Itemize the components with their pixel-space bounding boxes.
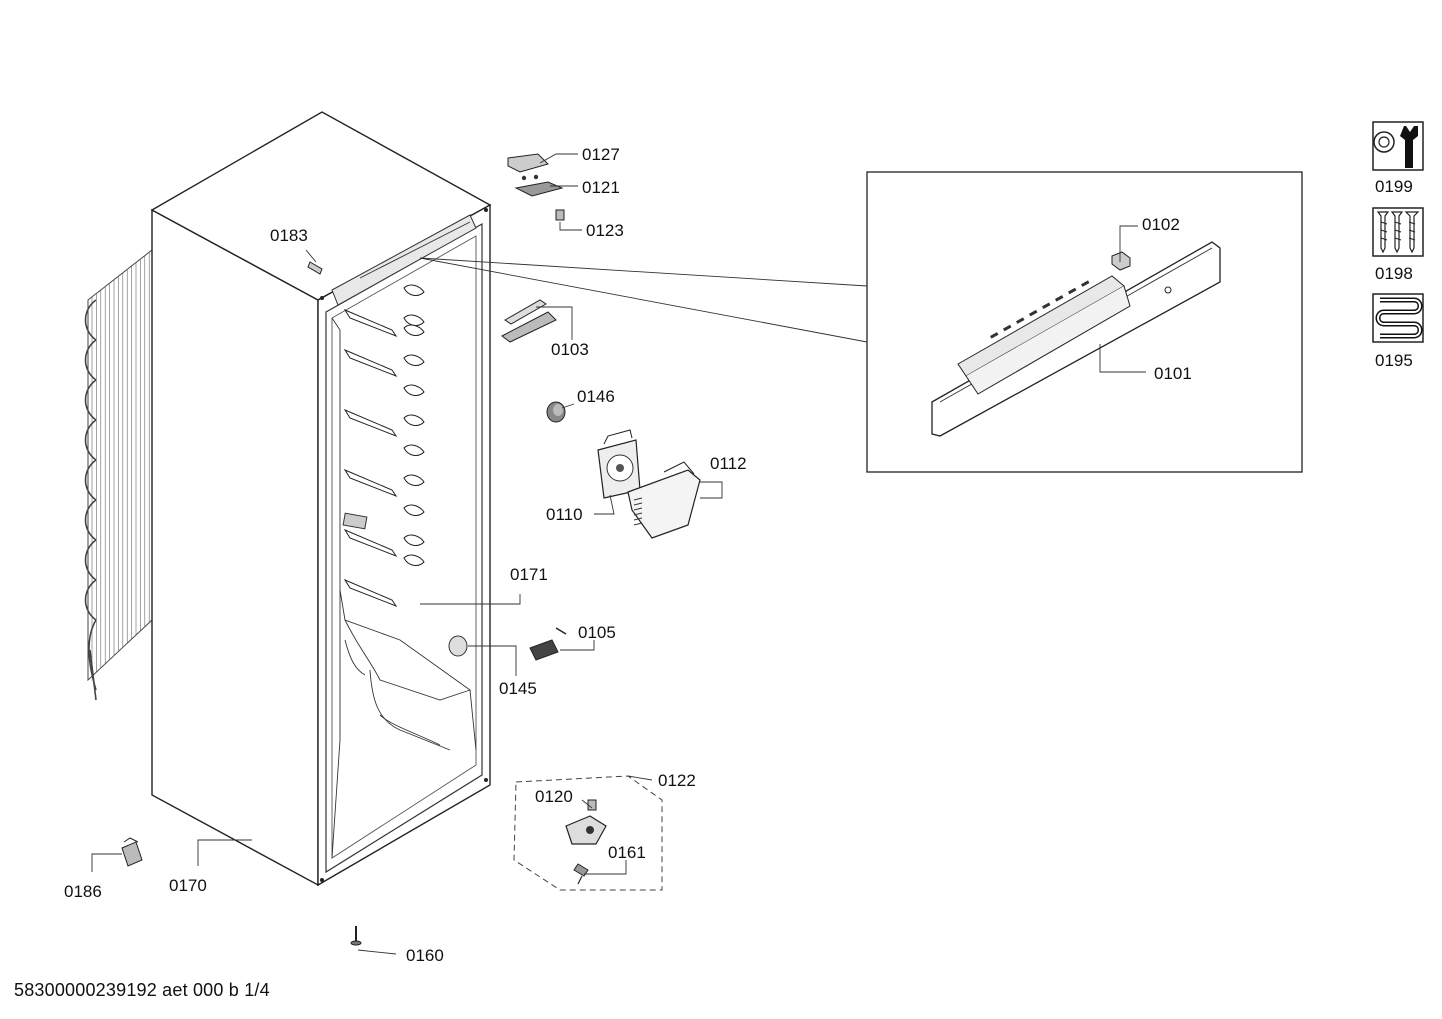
document-code: 58300000239192 aet 000 b 1/4	[14, 980, 270, 1000]
clip-part	[121, 837, 143, 867]
label-0105: 0105	[578, 623, 616, 642]
foot-screw-part	[350, 926, 362, 946]
label-0145: 0145	[499, 679, 537, 698]
condenser-coil	[84, 248, 153, 701]
label-0186: 0186	[64, 882, 102, 901]
detail-inset	[419, 171, 1303, 473]
legend-tools-icon	[1372, 121, 1424, 171]
leader-lines	[91, 153, 1146, 955]
label-0123: 0123	[586, 221, 624, 240]
sensor-knob-part	[546, 401, 566, 423]
legend-screws-icon	[1372, 207, 1424, 257]
bottom-hinge-kit	[513, 775, 663, 891]
label-0171: 0171	[510, 565, 548, 584]
label-0161: 0161	[608, 843, 646, 862]
label-0146: 0146	[577, 387, 615, 406]
label-0170: 0170	[169, 876, 207, 895]
label-0102: 0102	[1142, 215, 1180, 234]
label-0122: 0122	[658, 771, 696, 790]
top-hinge-assembly	[507, 153, 565, 221]
legend-tubing-icon	[1372, 293, 1424, 343]
label-0103: 0103	[551, 340, 589, 359]
fridge-cabinet	[150, 111, 492, 887]
label-0127: 0127	[582, 145, 620, 164]
label-0120: 0120	[535, 787, 573, 806]
fan-assembly	[597, 429, 641, 499]
lamp-cover-part	[501, 299, 557, 343]
part-labels: 0127 0121 0123 0183 0102 0101 0103 0146 …	[64, 145, 1192, 965]
label-0160: 0160	[406, 946, 444, 965]
label-0101: 0101	[1154, 364, 1192, 383]
legend-label-0198: 0198	[1375, 264, 1413, 283]
legend-label-0199: 0199	[1375, 177, 1413, 196]
door-switch-part	[529, 627, 567, 661]
label-0121: 0121	[582, 178, 620, 197]
label-0110: 0110	[546, 505, 583, 524]
legend-label-0195: 0195	[1375, 351, 1413, 370]
label-0183: 0183	[270, 226, 308, 245]
fan-cover	[627, 461, 701, 539]
label-0112: 0112	[710, 454, 747, 473]
